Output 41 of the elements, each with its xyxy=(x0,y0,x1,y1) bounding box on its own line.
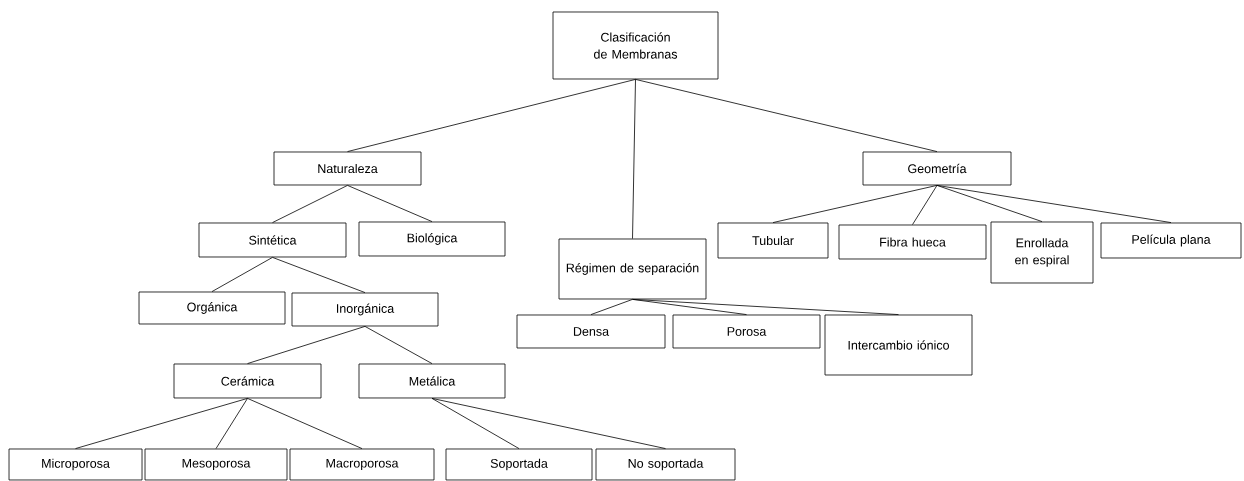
connector-line xyxy=(772,185,938,223)
connector-line xyxy=(364,326,433,364)
category-box: Inorgánica xyxy=(291,292,439,327)
category-box: Soportada xyxy=(445,448,593,481)
category-box: Orgánica xyxy=(138,291,286,325)
connector-line xyxy=(215,398,248,449)
connector-line xyxy=(431,398,666,449)
connector-line xyxy=(272,257,366,293)
category-box: Clasificación de Membranas xyxy=(552,11,719,80)
category-box: Metálica xyxy=(358,363,506,399)
category-box: No soportada xyxy=(595,448,736,481)
category-box: Mesoporosa xyxy=(144,448,288,481)
connector-line xyxy=(247,326,366,364)
category-box: Enrollada en espiral xyxy=(990,221,1094,284)
connector-line xyxy=(347,79,636,152)
category-box: Macroporosa xyxy=(289,448,435,481)
category-box: Fibra hueca xyxy=(838,224,987,260)
category-box: Película plana xyxy=(1100,222,1242,259)
category-box: Porosa xyxy=(672,314,821,349)
category-box: Sintética xyxy=(198,222,347,258)
category-box: Geometría xyxy=(862,151,1012,186)
connector-line xyxy=(247,398,363,449)
category-box: Microporosa xyxy=(8,448,143,481)
connector-line xyxy=(431,398,520,449)
category-box: Régimen de separación xyxy=(558,238,707,300)
connector-line xyxy=(347,185,433,222)
connector-line xyxy=(632,299,899,315)
category-box: Tubular xyxy=(717,222,829,259)
category-box: Densa xyxy=(516,314,666,349)
connector-line xyxy=(912,185,938,225)
connector-line xyxy=(632,79,636,239)
category-box: Cerámica xyxy=(173,363,322,399)
connector-line xyxy=(635,79,938,152)
connector-line xyxy=(936,185,1172,223)
category-box: Intercambio iónico xyxy=(824,314,973,376)
connector-line xyxy=(75,398,248,449)
category-box: Naturaleza xyxy=(273,151,422,186)
connector-line xyxy=(211,257,273,292)
connector-line xyxy=(272,185,348,223)
category-box: Biológica xyxy=(358,221,506,257)
connector-line xyxy=(936,185,1043,222)
